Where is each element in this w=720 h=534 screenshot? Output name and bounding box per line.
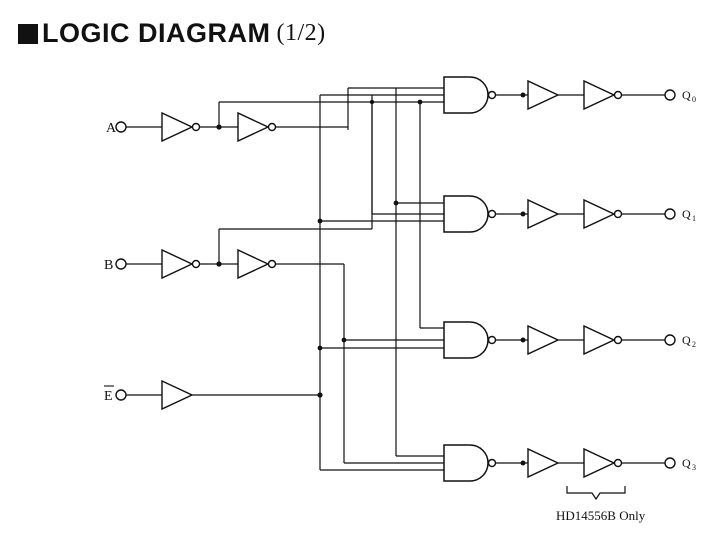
output-chain-q3: Q 3 — [496, 448, 696, 478]
diagram-title-text: LOGIC DIAGRAM — [42, 18, 271, 48]
nand-gate-q0 — [443, 76, 497, 114]
input-e-buffer — [161, 380, 193, 410]
output-chain-q1: Q 1 — [496, 199, 696, 229]
output-q0-label: Q — [682, 88, 691, 102]
input-b-terminal: B — [104, 258, 127, 273]
hd14556b-only-bracket — [566, 486, 626, 501]
input-a-inverter — [161, 112, 201, 142]
output-q1-label: Q — [682, 207, 691, 221]
output-q2-sub: 2 — [692, 340, 696, 349]
output-q1-sub: 1 — [692, 214, 696, 223]
hd14556b-only-note: HD14556B Only — [556, 508, 646, 523]
input-b-label: B — [104, 258, 113, 273]
input-a-terminal: A — [106, 121, 127, 136]
diagram-title-part: (1/2) — [276, 20, 326, 46]
diagram-title: LOGIC DIAGRAM (1/2) — [18, 18, 326, 49]
nand-gate-q3 — [443, 444, 497, 482]
output-q3-label: Q — [682, 456, 691, 470]
output-q2-label: Q — [682, 333, 691, 347]
nand-gate-q2 — [443, 321, 497, 359]
output-chain-q2: Q 2 — [496, 325, 696, 355]
input-e-label: E — [104, 389, 113, 404]
nand-gate-q1 — [443, 195, 497, 233]
input-a-label: A — [106, 121, 117, 136]
input-e-terminal: E — [104, 385, 127, 404]
output-q3-sub: 3 — [692, 463, 696, 472]
input-b-buffer-inverter — [237, 249, 277, 279]
input-b-inverter — [161, 249, 201, 279]
output-chain-q0: Q 0 — [496, 80, 696, 110]
output-q0-sub: 0 — [692, 95, 696, 104]
title-square-marker — [18, 23, 38, 44]
input-a-buffer-inverter — [237, 112, 277, 142]
